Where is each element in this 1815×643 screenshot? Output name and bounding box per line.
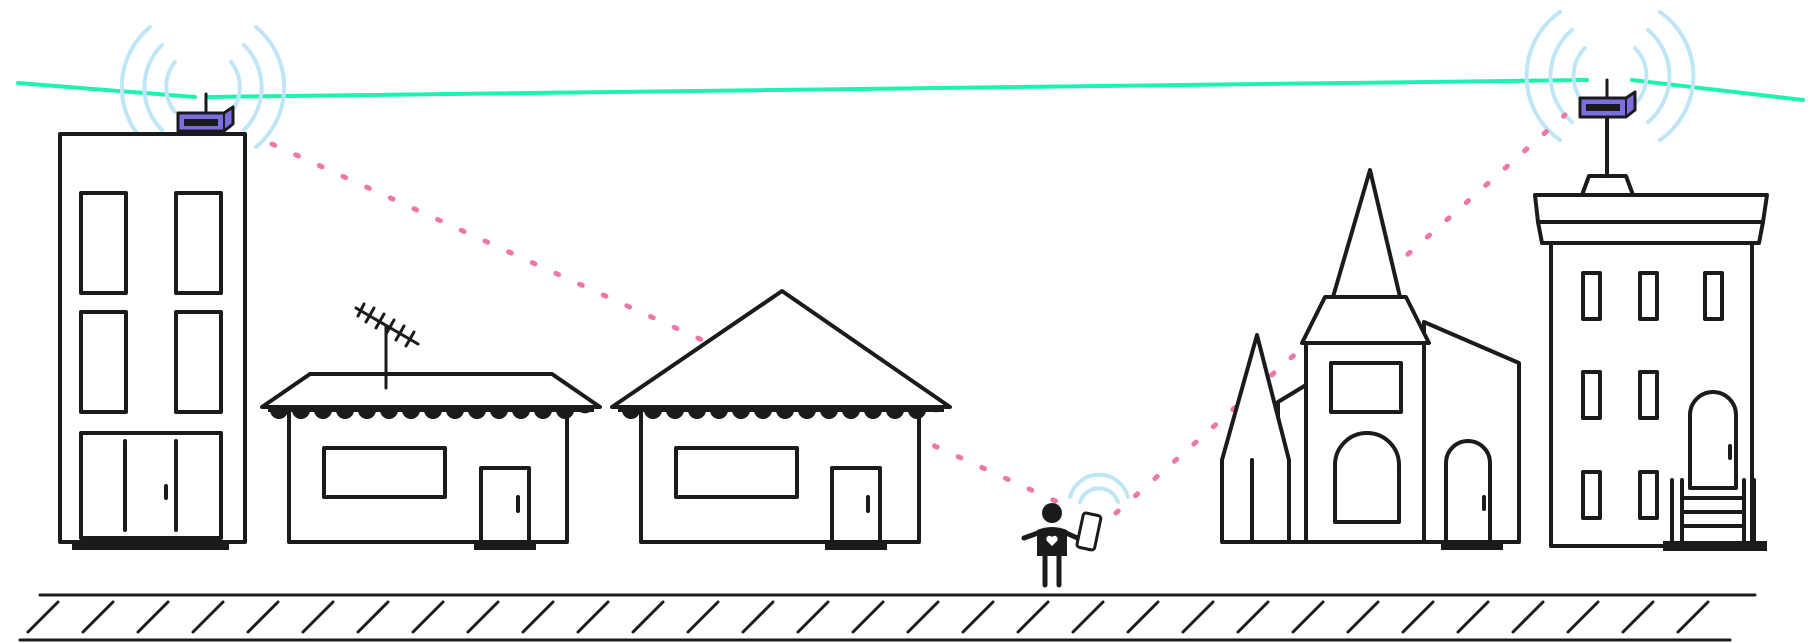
house-with-antenna	[262, 374, 600, 550]
person-icon	[1024, 475, 1128, 585]
apartment-building	[1535, 176, 1767, 551]
radio-transmitter-icon	[178, 94, 233, 131]
office-building	[60, 134, 245, 550]
smartphone-icon	[1076, 513, 1101, 551]
house-gable-roof	[612, 291, 950, 550]
wifi-signal-icon	[1070, 475, 1128, 502]
radio-transmitter-icon	[1580, 80, 1635, 176]
wifi-signal-icon	[1527, 12, 1694, 140]
church	[1222, 170, 1519, 550]
street	[20, 595, 1755, 640]
